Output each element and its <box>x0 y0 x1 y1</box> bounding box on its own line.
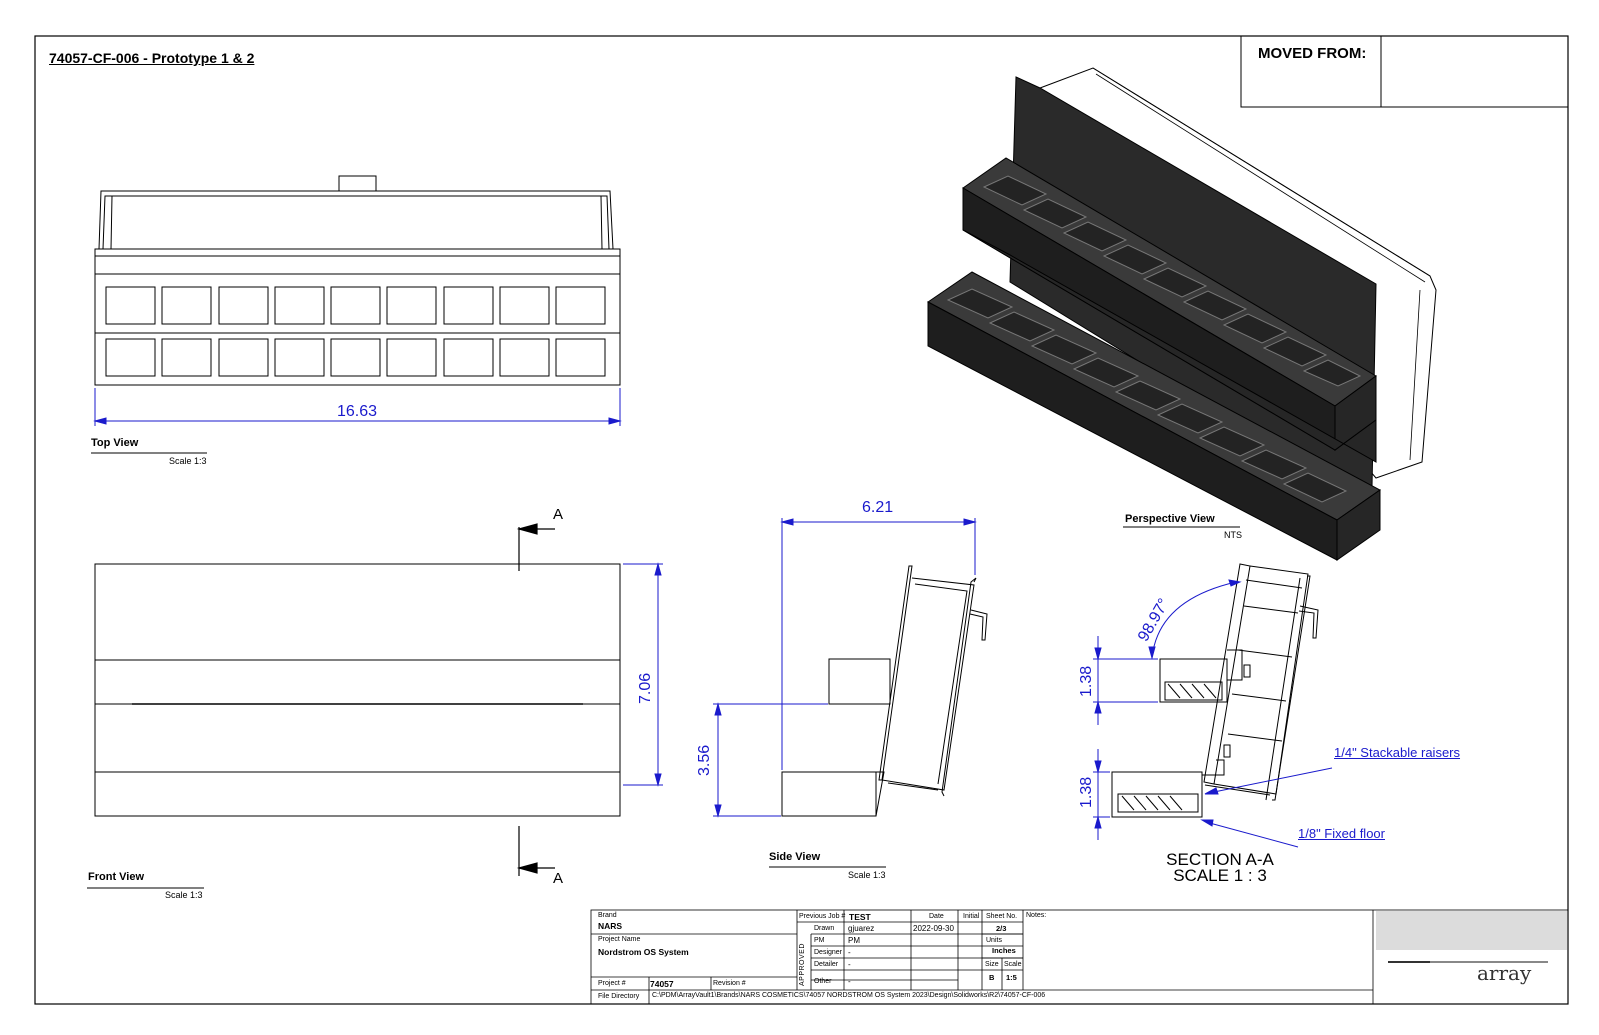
front-view-height-value: 7.06 <box>637 672 654 704</box>
section-cut-markers <box>516 523 555 876</box>
side-view-dimensions <box>713 518 977 818</box>
tb-detailer-label: Detailer <box>814 961 839 968</box>
side-view <box>781 565 988 817</box>
top-view-width-dimension <box>93 388 622 426</box>
front-view <box>94 563 621 817</box>
top-view-scale: Scale 1:3 <box>169 456 207 466</box>
tb-scale-label: Scale <box>1004 961 1022 968</box>
logo-gray-band <box>1376 911 1567 950</box>
tb-file-dir-label: File Directory <box>598 993 640 1000</box>
tb-prev-job: TEST <box>849 912 871 922</box>
section-view-dimensions <box>1093 579 1333 848</box>
section-title: SECTION A-A <box>1166 850 1274 869</box>
top-view <box>94 175 621 386</box>
section-marker-top: A <box>553 506 564 523</box>
upper-tier-wells <box>982 175 1362 387</box>
tb-sheet-no-label: Sheet No. <box>986 913 1018 920</box>
side-view-step-value: 3.56 <box>696 744 713 776</box>
tb-brand-label: Brand <box>598 912 617 919</box>
tb-size: B <box>989 973 995 982</box>
front-view-scale: Scale 1:3 <box>165 890 203 900</box>
top-view-label: Top View <box>91 437 139 449</box>
tb-revision-label: Revision # <box>713 980 746 987</box>
lower-tier-wells <box>946 288 1348 503</box>
tb-other: - <box>848 977 851 986</box>
tb-file-dir: C:\PDM\ArrayVault1\Brands\NARS COSMETICS… <box>652 992 1046 999</box>
callout-fixed-floor: 1/8" Fixed floor <box>1298 826 1385 841</box>
section-lower-tier-value: 1.38 <box>1078 776 1095 808</box>
company-logo: array <box>1477 961 1532 985</box>
tb-designer-label: Designer <box>814 949 843 956</box>
front-view-label: Front View <box>88 871 145 883</box>
tb-designer: - <box>848 948 851 957</box>
tb-size-label: Size <box>985 961 999 968</box>
perspective-view-label: Perspective View <box>1125 513 1215 525</box>
tb-other-label: Other <box>814 978 832 985</box>
tb-initial-label: Initial <box>963 913 980 920</box>
title-block-lines <box>590 909 1569 1005</box>
tb-units: Inches <box>992 946 1016 955</box>
tb-approved-label: APPROVED <box>799 943 806 986</box>
top-view-width-value: 16.63 <box>337 403 378 420</box>
moved-from-box <box>1240 35 1569 108</box>
tb-pm: PM <box>848 936 860 945</box>
tb-project-name: Nordstrom OS System <box>598 947 689 957</box>
tb-drawn: gjuarez <box>848 924 875 933</box>
section-upper-tier-value: 1.38 <box>1078 665 1095 697</box>
tb-sheet-no: 2/3 <box>996 924 1007 933</box>
tb-brand: NARS <box>598 921 623 931</box>
tb-scale: 1:5 <box>1006 973 1017 982</box>
section-marker-bottom: A <box>553 870 564 887</box>
section-scale: SCALE 1 : 3 <box>1173 866 1267 885</box>
top-view-cells <box>105 286 606 377</box>
front-view-height-dimension <box>623 562 663 787</box>
side-view-depth-value: 6.21 <box>862 499 894 516</box>
tb-project-no: 74057 <box>650 979 674 989</box>
tb-pm-label: PM <box>814 937 825 944</box>
side-view-scale: Scale 1:3 <box>848 870 886 880</box>
tb-project-name-label: Project Name <box>598 936 641 943</box>
tb-detailer: - <box>848 960 851 969</box>
sheet-title: 74057-CF-006 - Prototype 1 & 2 <box>49 50 255 66</box>
perspective-view <box>927 67 1437 561</box>
perspective-view-scale: NTS <box>1224 530 1242 540</box>
tb-date-label: Date <box>929 913 944 920</box>
side-view-label: Side View <box>769 851 821 863</box>
tb-drawn-label: Drawn <box>814 925 835 932</box>
tb-project-no-label: Project # <box>598 980 626 987</box>
tb-prev-job-label: Previous Job # <box>799 913 846 920</box>
section-view <box>1111 563 1319 818</box>
moved-from-label: MOVED FROM: <box>1258 45 1367 62</box>
callout-stackable-raisers: 1/4" Stackable raisers <box>1334 745 1461 760</box>
tb-notes-label: Notes: <box>1026 912 1047 919</box>
tb-units-label: Units <box>986 937 1002 944</box>
tb-drawn-date: 2022-09-30 <box>913 924 954 933</box>
